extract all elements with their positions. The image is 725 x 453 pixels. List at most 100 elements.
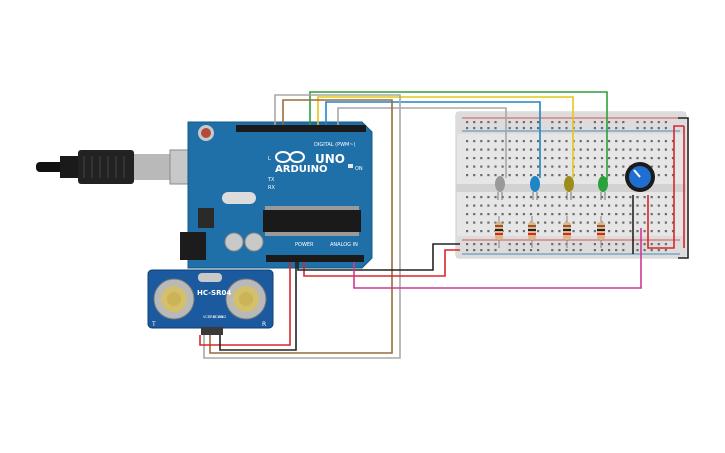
wire-magenta-pot[interactable] [353,228,642,289]
breadboard-hole [629,140,632,143]
breadboard-hole [579,148,582,151]
wire-gray-led[interactable] [337,107,507,178]
breadboard-hole [572,196,575,199]
breadboard-hole [650,127,653,130]
breadboard-hole [664,221,667,224]
breadboard-hole [586,230,589,233]
breadboard-hole [650,230,653,233]
potentiometer[interactable] [625,162,655,192]
resistor-3 [563,216,571,248]
breadboard-hole [494,148,497,151]
pin-label-gnd: GND [218,315,226,319]
breadboard-hole [515,127,518,130]
breadboard-hole [558,165,561,168]
wire-red-pot[interactable] [647,125,684,249]
breadboard-hole [522,127,525,130]
breadboard-hole [579,157,582,160]
breadboard-hole [508,230,511,233]
breadboard-hole [494,157,497,160]
breadboard-hole [636,157,639,160]
breadboard-hole [551,230,554,233]
breadboard-hole [608,127,611,130]
breadboard-hole [572,221,575,224]
breadboard-hole [529,249,533,252]
breadboard-hole [501,213,504,216]
breadboard-hole [608,196,611,199]
breadboard-hole [657,196,660,199]
wire-black-rail-right[interactable] [678,117,689,259]
breadboard-hole [515,196,518,199]
breadboard-hole [579,174,582,177]
wire-black-gnd-sensor[interactable] [219,262,297,351]
breadboard-hole [608,165,611,168]
breadboard-hole [593,213,596,216]
breadboard-hole [615,165,618,168]
breadboard-hole [515,230,518,233]
breadboard-hole [565,204,568,207]
breadboard-hole [529,148,533,151]
wire-red-5v[interactable] [199,262,291,346]
breadboard-hole [600,140,604,143]
breadboard-hole [487,204,490,207]
breadboard-hole [636,121,639,124]
breadboard-hole [529,174,533,177]
breadboard-hole [593,249,596,252]
pin-label-vcc: VCC [203,315,211,319]
breadboard-hole [650,213,653,216]
wire-gray-sensor[interactable] [203,94,401,359]
wire-green[interactable] [309,91,608,180]
breadboard-hole [636,213,639,216]
breadboard-hole [558,127,561,130]
breadboard-hole [657,140,660,143]
breadboard-hole [494,127,497,130]
sensor-r-mark: R [262,321,266,328]
breadboard-hole [565,213,568,216]
breadboard-hole [615,148,618,151]
breadboard-hole [643,221,646,224]
breadboard-hole [671,221,675,224]
breadboard-hole [487,249,490,252]
usb-cable[interactable] [36,149,199,185]
breadboard-hole [664,165,667,168]
breadboard-hole [515,140,518,143]
breadboard-hole [565,174,568,177]
breadboard-hole [522,204,525,207]
breadboard-hole [593,148,596,151]
wire-yellow[interactable] [317,96,574,178]
breadboard-hole [657,221,660,224]
breadboard-hole [565,140,568,143]
breadboard-hole [600,148,604,151]
breadboard-hole [508,174,511,177]
breadboard-hole [671,165,675,168]
breadboard-hole [508,140,511,143]
wire-blue[interactable] [325,101,541,178]
breadboard-hole [522,157,525,160]
breadboard-hole [522,221,525,224]
breadboard-hole [643,213,646,216]
breadboard-hole [558,174,561,177]
breadboard-hole [657,157,660,160]
breadboard-hole [473,127,476,130]
breadboard-hole [473,148,476,151]
breadboard-hole [600,243,604,246]
breadboard-hole [657,174,660,177]
breadboard-hole [657,121,660,124]
breadboard-hole [586,221,589,224]
breadboard-hole [650,204,653,207]
wire-brown-sensor[interactable] [209,99,393,354]
breadboard-hole [579,127,582,130]
breadboard-hole [650,140,653,143]
breadboard-hole [473,213,476,216]
breadboard-hole [473,121,476,124]
arduino-infinity-logo [275,151,305,163]
breadboard-hole [622,148,625,151]
breadboard-hole [671,213,675,216]
breadboard-hole [671,204,675,207]
breadboard-hole [466,127,469,130]
breadboard-hole [515,157,518,160]
breadboard-hole [664,213,667,216]
wire-black-rail[interactable] [297,243,460,271]
breadboard-hole [657,148,660,151]
led-green [598,176,608,200]
wire-red-rail[interactable] [303,249,460,277]
